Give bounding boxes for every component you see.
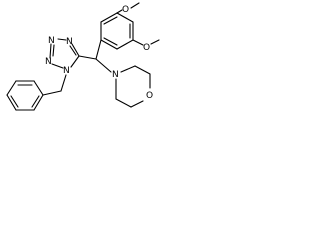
atom-label-n: N: [63, 66, 70, 76]
bond: [49, 43, 52, 59]
atom-label-o: O: [143, 43, 150, 53]
tetrazole-ring: [49, 38, 80, 69]
atom-label-o: O: [122, 5, 129, 15]
atom-label-n: N: [66, 37, 73, 47]
double-bond: [10, 95, 19, 108]
phenyl-ring: [6, 80, 44, 111]
atom-label-n: N: [112, 70, 119, 80]
bond: [33, 94, 44, 111]
bond: [115, 98, 132, 108]
bond: [116, 9, 123, 14]
methoxy-group-top: [116, 2, 140, 14]
atom-label-o: O: [146, 91, 153, 101]
bond: [42, 90, 62, 96]
bond: [57, 38, 67, 41]
bond: [6, 94, 17, 111]
bond: [51, 63, 64, 69]
central-carbon-links: [78, 39, 112, 73]
bond: [71, 43, 80, 57]
bond: [100, 39, 118, 50]
chemical-structure-diagram: O O N N N N: [6, 2, 160, 111]
methoxy-group-side: [132, 39, 160, 46]
bond: [95, 58, 112, 73]
bond: [120, 65, 136, 73]
morpholine-ring: [115, 65, 151, 108]
double-bond: [103, 16, 118, 25]
bond: [95, 39, 102, 60]
bond: [132, 39, 144, 46]
bond: [100, 12, 118, 23]
bond: [60, 74, 67, 92]
double-bond: [31, 95, 40, 108]
ethyl-linker: [42, 74, 67, 96]
double-bond: [103, 37, 118, 46]
bond: [134, 65, 151, 75]
dimethoxyphenyl-ring: [100, 12, 134, 50]
bond: [150, 39, 160, 45]
bond: [116, 39, 134, 50]
atom-label-n: N: [48, 36, 55, 46]
bond: [33, 80, 44, 96]
bond: [130, 100, 144, 108]
bond: [116, 12, 134, 23]
bond: [78, 55, 97, 60]
bond: [6, 80, 17, 96]
bond: [130, 2, 140, 9]
bond: [52, 44, 55, 57]
bond: [69, 45, 77, 56]
atom-label-n: N: [45, 57, 52, 67]
bond: [70, 55, 80, 68]
